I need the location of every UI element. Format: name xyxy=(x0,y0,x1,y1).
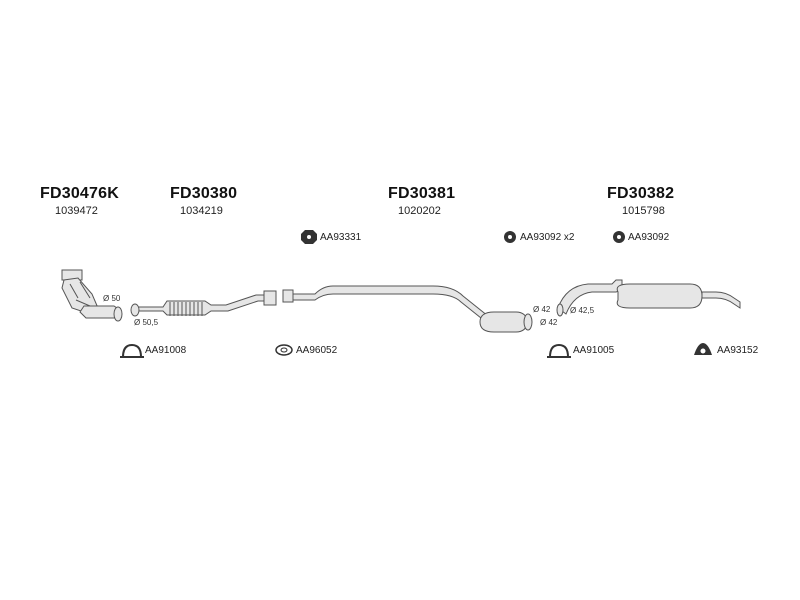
middle-pipe-with-silencer xyxy=(282,285,533,333)
rubber-ring-icon-aa93092 xyxy=(613,231,625,243)
dimension-d50-5: Ø 50,5 xyxy=(134,318,159,327)
part-ref-2: 1034219 xyxy=(180,205,223,217)
part-ref-1: 1039472 xyxy=(55,205,98,217)
dimension-d50: Ø 50 xyxy=(103,294,121,303)
label-aa96052: AA96052 xyxy=(296,345,338,356)
label-aa91008: AA91008 xyxy=(145,345,187,356)
rubber-ring-icon-aa93092x2 xyxy=(504,231,516,243)
catalytic-converter xyxy=(61,269,123,322)
label-aa93092x2: AA93092 x2 xyxy=(520,232,575,243)
dimension-d42-b: Ø 42 xyxy=(540,318,558,327)
label-aa93092: AA93092 xyxy=(628,232,670,243)
rear-silencer xyxy=(556,279,741,317)
dimension-d42-a: Ø 42 xyxy=(533,305,551,314)
rubber-hanger-icon-aa93331 xyxy=(301,230,317,244)
label-aa93331: AA93331 xyxy=(320,232,362,243)
hanger-icon-aa93152 xyxy=(694,343,712,355)
part-code-3: FD30381 xyxy=(388,185,456,202)
flex-pipe xyxy=(130,290,277,317)
gasket-icon-aa96052 xyxy=(275,344,293,356)
part-ref-4: 1015798 xyxy=(622,205,665,217)
clamp-icon-aa91005 xyxy=(547,343,571,358)
part-code-4: FD30382 xyxy=(607,185,675,202)
clamp-icon-aa91008 xyxy=(120,343,144,358)
part-ref-3: 1020202 xyxy=(398,205,441,217)
part-code-2: FD30380 xyxy=(170,185,238,202)
label-aa93152: AA93152 xyxy=(717,345,759,356)
part-code-1: FD30476K xyxy=(40,185,119,202)
label-aa91005: AA91005 xyxy=(573,345,615,356)
dimension-d42-5: Ø 42,5 xyxy=(570,306,595,315)
